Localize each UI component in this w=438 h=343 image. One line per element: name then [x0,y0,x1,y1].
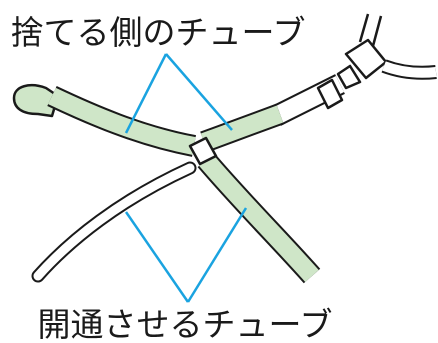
open-tube-pointers [124,207,248,303]
discard-tube-label: 捨てる側のチューブ [10,13,305,52]
discard-tube [12,84,284,157]
tube-joint [188,136,218,166]
upper-white-tube [271,74,345,126]
open-tube-label: 開通させるチューブ [37,305,332,343]
open-tube-back-segment [31,161,197,283]
open-tube [197,152,321,284]
upper-right-tubes [336,13,437,90]
discard-tube-pointers [124,53,233,134]
